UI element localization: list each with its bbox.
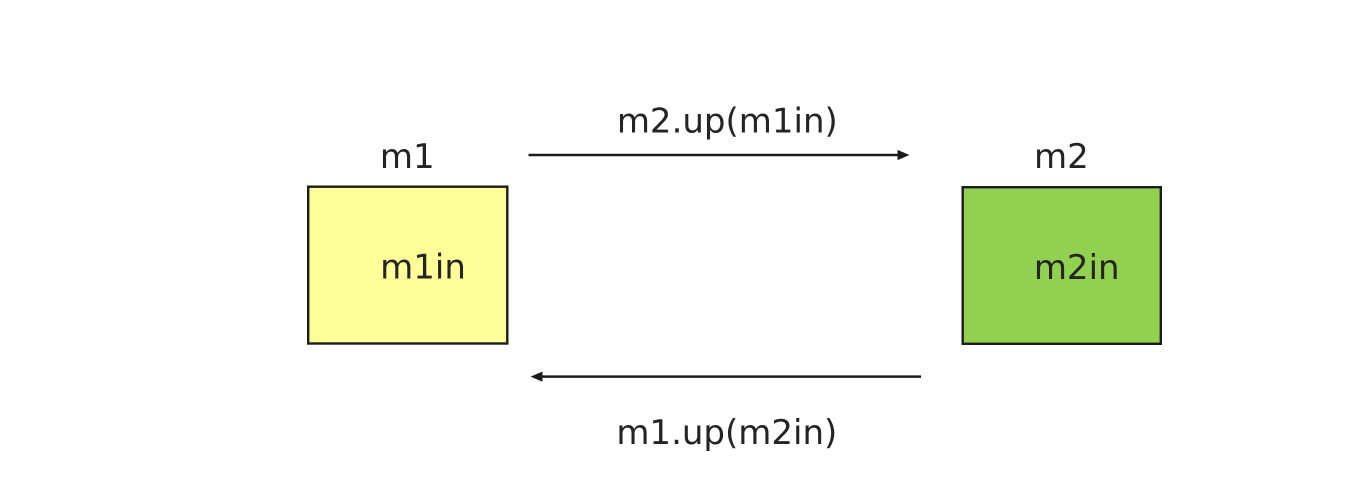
arrow-m1-to-m2-head-icon xyxy=(897,149,910,161)
node-m1-box xyxy=(307,185,509,345)
arrow-m1-to-m2-label: m2.up(m1in) xyxy=(617,101,838,141)
node-m1-title: m1 xyxy=(380,137,435,177)
node-m2-box xyxy=(961,185,1163,346)
node-m1-content-label: m1in xyxy=(380,248,466,288)
arrow-m1-to-m2 xyxy=(528,149,910,161)
node-m2-content-label: m2in xyxy=(1034,248,1120,288)
arrow-m2-to-m1-label: m1.up(m2in) xyxy=(616,413,837,453)
arrow-m2-to-m1 xyxy=(530,371,921,382)
node-m2-title: m2 xyxy=(1034,137,1089,177)
arrow-m2-to-m1-head-icon xyxy=(530,371,543,382)
